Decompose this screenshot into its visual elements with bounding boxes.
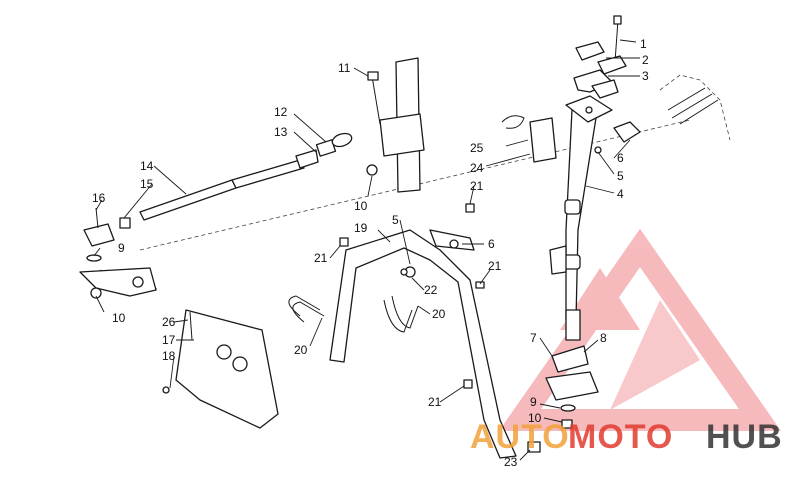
callout-12: 12 [274,105,288,119]
watermark-text: AUTO MOTO HUB [470,418,783,456]
callout-10: 10 [354,199,368,213]
upper-small-parts [501,115,641,163]
frame-bracket [329,229,517,459]
u-bolts [288,295,419,333]
steering-post [549,109,597,341]
callout-11: 11 [338,61,351,75]
frame-bolts [667,87,719,125]
callout-24: 24 [470,161,484,175]
callout-10: 10 [528,411,542,425]
watermark-hub: HUB [706,418,783,456]
callout-1: 1 [640,37,647,51]
callout-10: 10 [112,311,126,325]
mounting-plate [162,309,279,429]
callout-6: 6 [488,237,495,251]
callout-4: 4 [617,187,624,201]
callout-20: 20 [432,307,446,321]
callout-21: 21 [428,395,442,409]
lower-steering-arm [545,345,599,429]
callout-9: 9 [118,241,125,255]
callout-21: 21 [314,251,328,265]
callout-5: 5 [617,169,624,183]
callout-22: 22 [424,283,438,297]
callout-20: 20 [294,343,308,357]
frame-outline [659,74,731,141]
callout-15: 15 [140,177,154,191]
callout-13: 13 [274,125,288,139]
upper-clamp-assembly [565,15,627,123]
callout-14: 14 [140,159,154,173]
callout-21: 21 [488,259,502,273]
callout-18: 18 [162,349,176,363]
callout-3: 3 [642,69,649,83]
callout-21: 21 [470,179,484,193]
callout-16: 16 [92,191,106,205]
handlebar-clamp [366,57,425,193]
tie-rod-assembly [83,132,353,262]
watermark-moto: MOTO [568,418,673,456]
callout-6: 6 [617,151,624,165]
callout-17: 17 [162,333,176,347]
callout-2: 2 [642,53,649,67]
callout-7: 7 [530,331,537,345]
callout-19: 19 [354,221,368,235]
pitman-arm [79,267,157,299]
callout-labels: 1 2 3 4 5 6 25 24 21 5 6 11 12 13 10 14 … [92,37,649,469]
callout-5: 5 [392,213,399,227]
callout-9: 9 [530,395,537,409]
callout-26: 26 [162,315,176,329]
watermark-auto: AUTO [470,418,570,456]
callout-25: 25 [470,141,484,155]
callout-23: 23 [504,455,518,469]
callout-8: 8 [600,331,607,345]
leader-lines [93,39,640,461]
